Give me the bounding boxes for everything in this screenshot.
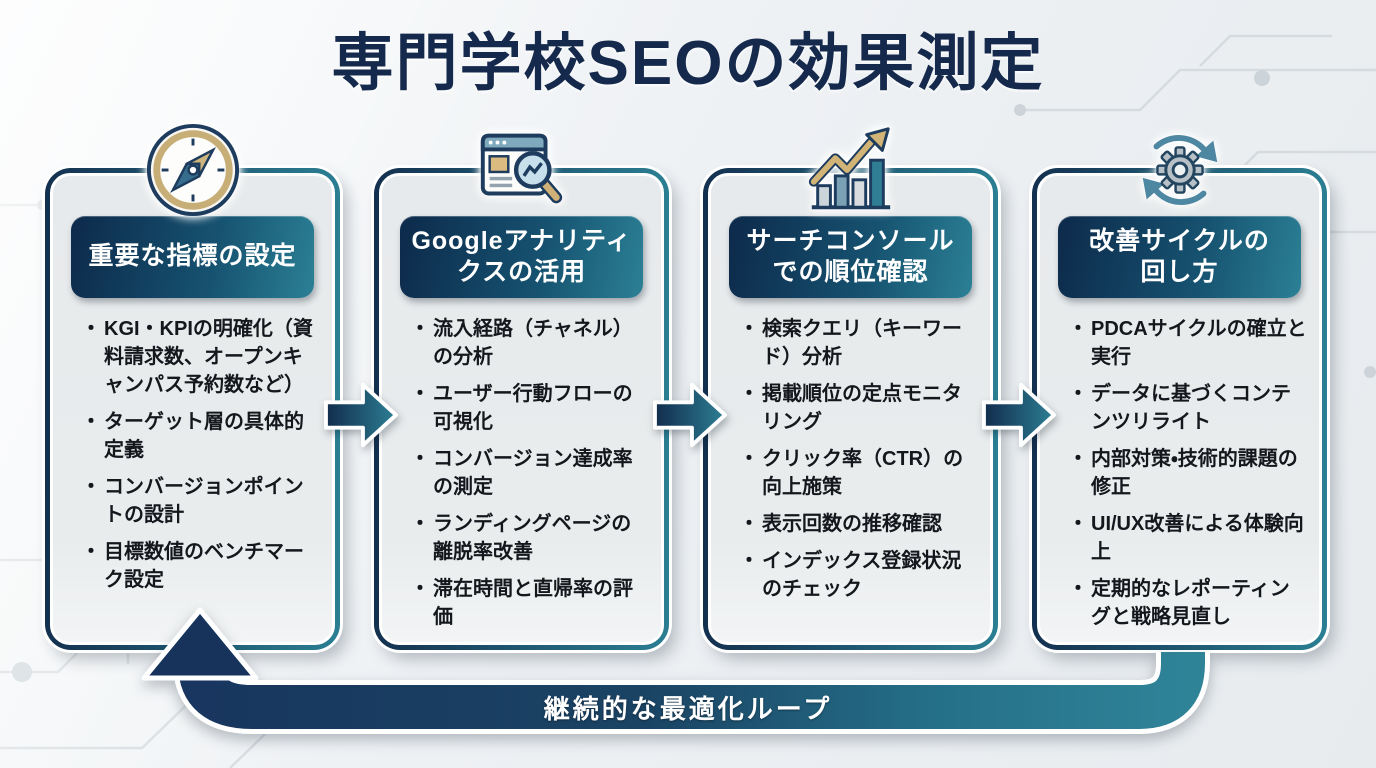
loop-arrowhead-icon (141, 607, 259, 681)
flow-arrow-right-icon (324, 382, 398, 448)
flow-arrow-right-icon (982, 382, 1056, 448)
loop-label: 継続的な最適化ループ (543, 694, 833, 724)
flow-arrow-right-icon (653, 382, 727, 448)
